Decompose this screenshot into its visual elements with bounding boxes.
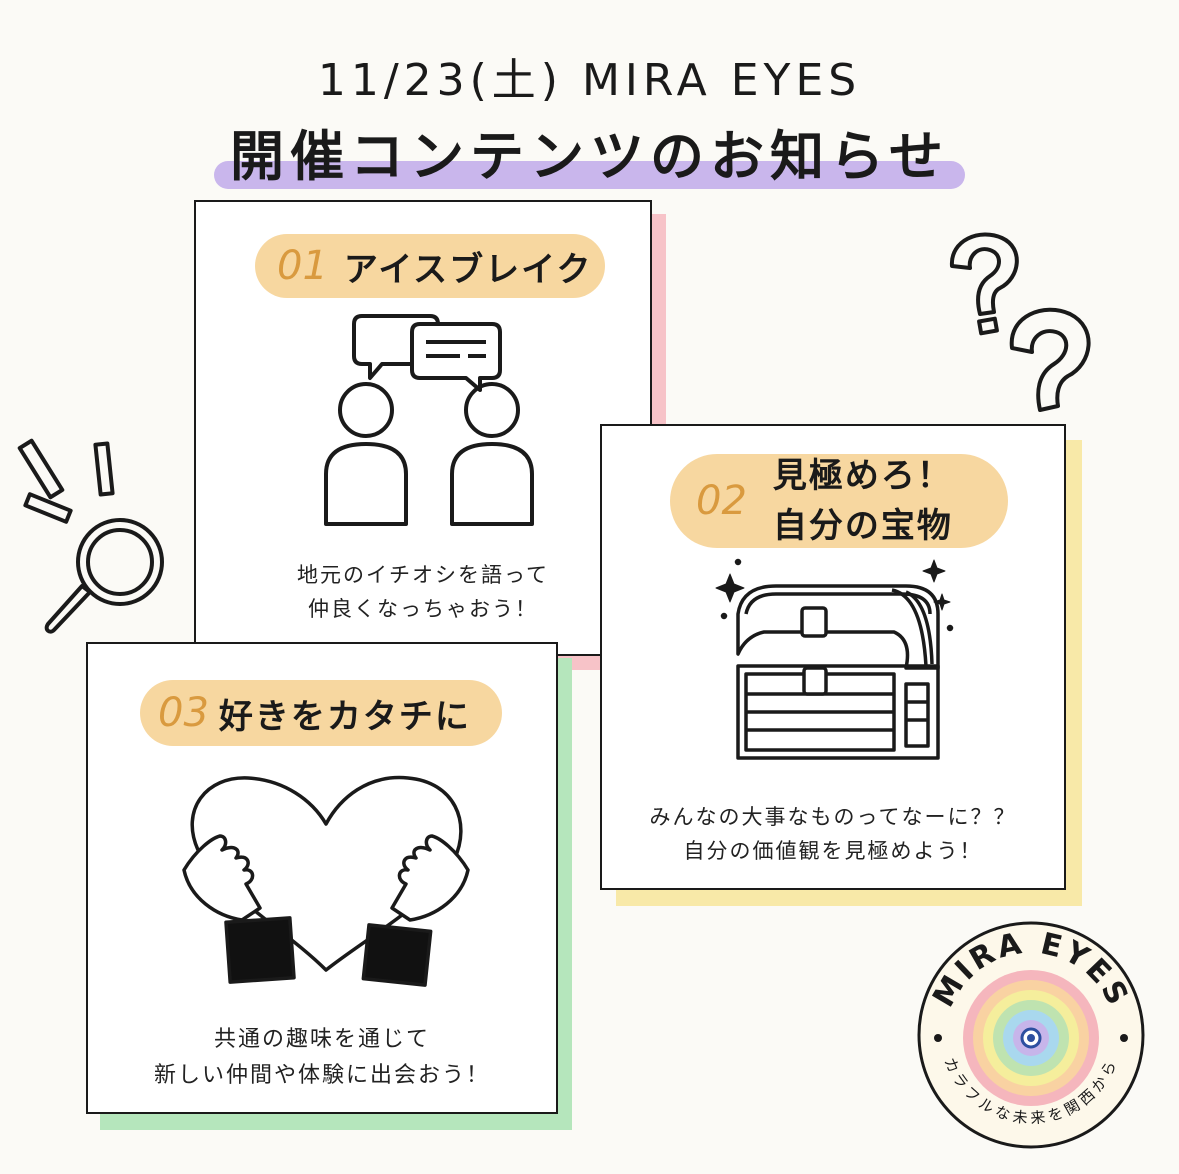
mira-eyes-logo: MIRA EYES カラフルな未来を関西から bbox=[917, 921, 1145, 1149]
card-03-number: 03 bbox=[158, 690, 209, 736]
card-01-desc-line2: 仲良くなっちゃおう！ bbox=[308, 597, 538, 621]
card-02-title-block: 見極めろ！ 自分の宝物 bbox=[773, 451, 953, 551]
card-01-description: 地元のイチオシを語って 仲良くなっちゃおう！ bbox=[194, 558, 652, 626]
main-title: 開催コンテンツのお知らせ bbox=[214, 112, 965, 191]
treasure-chest-icon bbox=[715, 558, 954, 760]
card-01-desc-line1: 地元のイチオシを語って bbox=[297, 563, 549, 587]
card-01-title: アイスブレイク bbox=[343, 249, 593, 290]
card-03-description: 共通の趣味を通じて 新しい仲間や体験に出会おう！ bbox=[86, 1022, 558, 1094]
card-03-desc-line2: 新しい仲間や体験に出会おう！ bbox=[153, 1063, 490, 1088]
magnifier-icon bbox=[17, 438, 164, 634]
card-03-title: 好きをカタチに bbox=[218, 696, 471, 737]
hands-holding-heart-icon bbox=[182, 775, 470, 987]
card-03-title-pill: 03 好きをカタチに bbox=[140, 680, 502, 746]
two-people-chat-icon bbox=[324, 314, 534, 526]
main-title-text: 開催コンテンツのお知らせ bbox=[230, 125, 949, 188]
card-03-desc-line1: 共通の趣味を通じて bbox=[213, 1027, 430, 1052]
card-02-number: 02 bbox=[696, 478, 747, 524]
card-02-desc-line1: みんなの大事なものってなーに？？ bbox=[649, 805, 1017, 829]
event-date-title: 11/23(土) MIRA EYES bbox=[317, 55, 862, 106]
card-02-title-pill: 02 見極めろ！ 自分の宝物 bbox=[670, 454, 1008, 548]
card-02-desc-line2: 自分の価値観を見極めよう！ bbox=[683, 839, 983, 863]
card-02-title-line1: 見極めろ！ bbox=[772, 456, 953, 496]
card-02-title-line2: 自分の宝物 bbox=[772, 506, 953, 546]
main-title-wrap: 開催コンテンツのお知らせ bbox=[0, 112, 1179, 191]
card-01-number: 01 bbox=[277, 243, 328, 289]
card-01-title-pill: 01 アイスブレイク bbox=[255, 234, 605, 298]
card-02-description: みんなの大事なものってなーに？？ 自分の価値観を見極めよう！ bbox=[600, 800, 1066, 868]
